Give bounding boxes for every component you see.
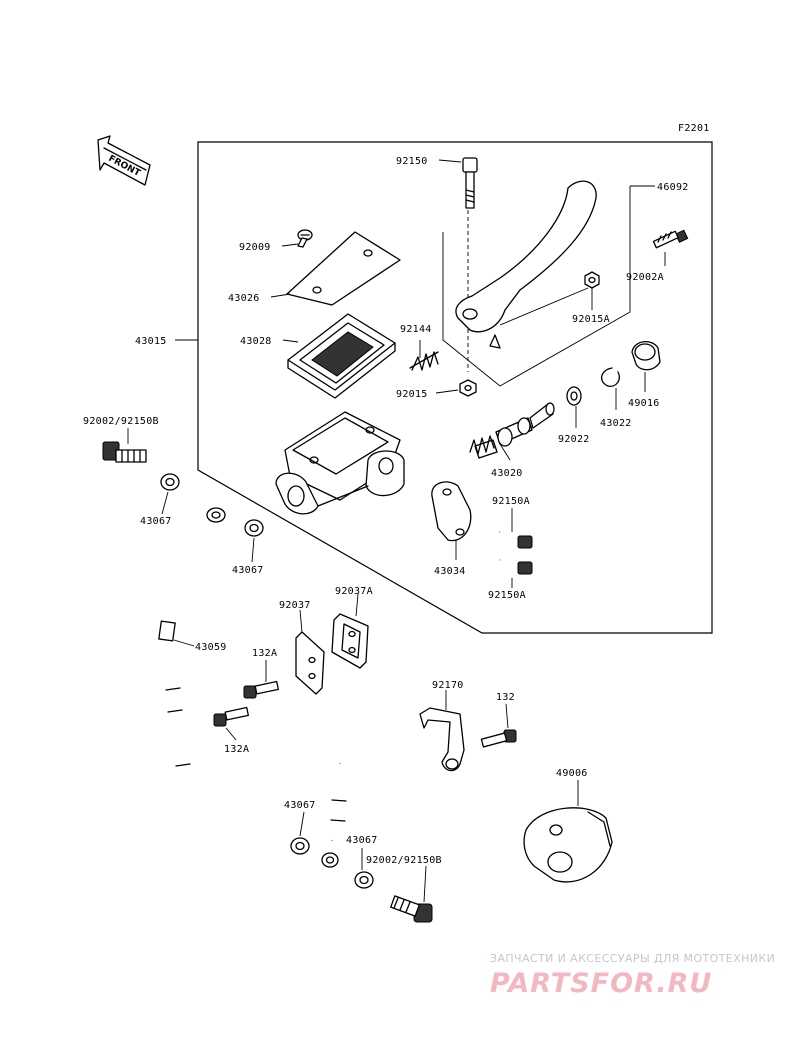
part-label-92150a-lower: 92150A [488, 590, 526, 601]
clamp-bolt-lower [499, 558, 533, 575]
part-label-92009: 92009 [239, 242, 271, 253]
part-label-43026: 43026 [228, 293, 260, 304]
pivot-bolt [462, 157, 478, 209]
piston-kit [469, 402, 555, 459]
watermark-tagline: ЗАПЧАСТИ И АКСЕССУАРЫ ДЛЯ МОТОТЕХНИКИ [490, 952, 775, 965]
part-label-43015: 43015 [135, 336, 167, 347]
figure-code: F2201 [678, 123, 710, 134]
part-label-132: 132 [496, 692, 515, 703]
part-label-43028: 43028 [240, 336, 272, 347]
part-label-49016: 49016 [628, 398, 660, 409]
banjo-bolt-upper [102, 441, 147, 463]
guide-bolt-lower [213, 706, 250, 727]
part-label-49006: 49006 [556, 768, 588, 779]
hose-clamp-bracket [419, 707, 465, 772]
assembly-frame [197, 141, 713, 634]
front-arrow-icon: FRONT [97, 135, 151, 186]
washer-lower-mid [290, 837, 310, 855]
circlip [601, 367, 620, 387]
part-label-92015a: 92015A [572, 314, 610, 325]
part-label-43059: 43059 [195, 642, 227, 653]
diaphragm [287, 313, 396, 399]
dust-boot [631, 341, 661, 371]
part-label-92144: 92144 [400, 324, 432, 335]
part-label-92002-92150b-lower: 92002/92150B [366, 855, 442, 866]
handlebar-clamp [431, 481, 472, 542]
part-label-43067-upper-left: 43067 [140, 516, 172, 527]
part-label-132a-upper: 132A [252, 648, 277, 659]
banjo-bolt-lower [390, 895, 433, 923]
part-label-92015: 92015 [396, 389, 428, 400]
leader-lines [127, 159, 666, 903]
part-label-43020: 43020 [491, 468, 523, 479]
part-label-46092: 46092 [657, 182, 689, 193]
brake-lever [455, 180, 597, 349]
washer-lower-right [354, 871, 374, 889]
part-label-43022: 43022 [600, 418, 632, 429]
brake-hose [158, 507, 348, 868]
part-label-92037a: 92037A [335, 586, 373, 597]
washer-upper-left [160, 473, 180, 491]
part-label-92170: 92170 [432, 680, 464, 691]
reservoir-cap [286, 231, 401, 306]
part-label-43067-lower-right: 43067 [346, 835, 378, 846]
part-label-132a-lower: 132A [224, 744, 249, 755]
hose-guide [295, 631, 325, 695]
part-label-92037: 92037 [279, 600, 311, 611]
piston-washer [566, 386, 582, 406]
hose-guide-bracket [331, 613, 369, 669]
lever-spring [409, 351, 439, 371]
part-label-43034: 43034 [434, 566, 466, 577]
watermark-brand: PARTSFOR.RU [490, 968, 712, 999]
guide-bolt-upper [243, 680, 280, 699]
master-cylinder-cover [523, 807, 613, 883]
part-label-92150a-upper: 92150A [492, 496, 530, 507]
pivot-nut [459, 379, 477, 397]
part-label-92002a: 92002A [626, 272, 664, 283]
master-cylinder-body [275, 411, 405, 515]
cap-screw [297, 229, 313, 248]
part-label-43067-upper-right: 43067 [232, 565, 264, 576]
bracket-bolt [480, 729, 517, 748]
part-label-92150: 92150 [396, 156, 428, 167]
lever-nut [584, 271, 600, 289]
clamp-bolt-upper [499, 530, 533, 549]
part-label-92002-92150b-upper: 92002/92150B [83, 416, 159, 427]
part-label-92022: 92022 [558, 434, 590, 445]
bolt-right-top [652, 229, 689, 249]
part-label-43067-lower-mid: 43067 [284, 800, 316, 811]
washer-upper-right [244, 519, 264, 537]
